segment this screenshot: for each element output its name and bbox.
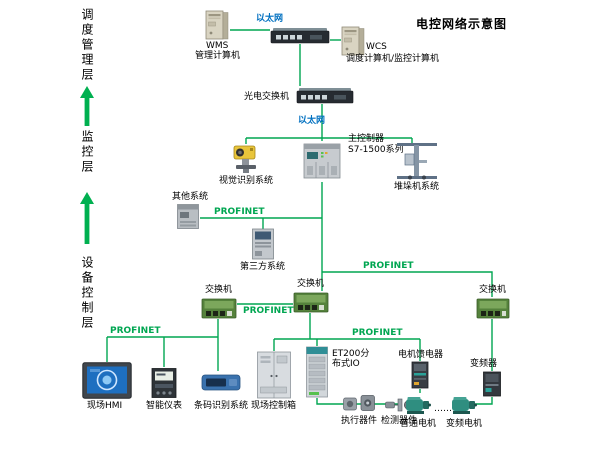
control-box-label: 现场控制箱 (251, 401, 297, 411)
et200-rack-icon (304, 346, 330, 398)
ethernet-label-top: 以太网 (256, 14, 284, 24)
plc-s7-1500-icon (303, 140, 341, 182)
other-system-icon (176, 203, 200, 230)
vision-camera-icon (230, 143, 262, 174)
meter-label: 智能仪表 (146, 401, 183, 411)
ethernet-label-mid: 以太网 (298, 116, 326, 126)
arrow-up-icon (80, 192, 94, 244)
barcode-scanner-icon (201, 371, 241, 394)
hmi-label: 现场HMI (87, 401, 123, 411)
profinet-label-other: PROFINET (214, 207, 265, 217)
normal-motor-label: 普通电机 (400, 419, 437, 429)
wcs-name-label: WCS (366, 42, 387, 52)
vision-label: 视觉识别系统 (219, 176, 274, 186)
profinet-label-left-bus: PROFINET (110, 326, 161, 336)
actuator-components-icon (342, 392, 376, 414)
et200-label-line1: ET200分 (332, 349, 370, 359)
layer-label-management: 调度管理层 (80, 8, 94, 83)
motor-feeder-icon (410, 361, 430, 389)
inverter-icon (481, 371, 503, 397)
controller-name-label: 主控制器 (348, 134, 385, 144)
switch-mid-icon (293, 291, 329, 313)
controller-model-label: S7-1500系列 (348, 145, 404, 155)
other-system-label: 其他系统 (172, 192, 209, 202)
wms-desc-label: 管理计算机 (195, 51, 241, 61)
hmi-panel-icon (82, 362, 132, 399)
stacker-label: 堆垛机系统 (394, 182, 440, 192)
layer-label-device-control: 设备控制层 (80, 256, 94, 331)
wcs-server-icon (340, 26, 366, 56)
layer-label-monitoring: 监控层 (80, 130, 94, 175)
switch-mid-label: 交换机 (297, 279, 325, 289)
third-party-label: 第三方系统 (240, 262, 286, 272)
switch-left-icon (201, 297, 237, 319)
smart-meter-icon (150, 367, 178, 399)
profinet-label-mid-bus: PROFINET (352, 328, 403, 338)
stacker-crane-icon (396, 142, 438, 180)
switch-right-label: 交换机 (479, 285, 507, 295)
profinet-label-switches: PROFINET (243, 306, 294, 316)
switch-right-icon (476, 297, 510, 319)
third-party-icon (251, 228, 275, 260)
normal-motor-icon (404, 393, 432, 417)
vfd-motor-icon (450, 393, 478, 417)
core-switch-icon (270, 26, 330, 44)
wms-server-icon (204, 10, 230, 40)
diagram-title: 电控网络示意图 (416, 17, 508, 31)
profinet-label-right: PROFINET (363, 261, 414, 271)
optical-switch-label: 光电交换机 (244, 92, 290, 102)
wms-name-label: WMS (206, 41, 229, 51)
inverter-label: 变频器 (470, 359, 498, 369)
vfd-motor-label: 变频电机 (446, 419, 483, 429)
barcode-label: 条码识别系统 (194, 401, 249, 411)
et200-label-line2: 布式IO (332, 359, 360, 369)
actuator-label: 执行器件 (341, 416, 378, 426)
switch-left-label: 交换机 (205, 285, 233, 295)
control-cabinet-icon (256, 351, 292, 399)
wcs-desc-label: 调度计算机/监控计算机 (346, 54, 440, 64)
arrow-up-icon (80, 86, 94, 126)
feeder-label: 电机馈电器 (398, 350, 444, 360)
optical-switch-icon (296, 86, 354, 104)
detector-label: 检测器件 (381, 416, 418, 426)
more-ellipsis: …… (434, 404, 452, 414)
